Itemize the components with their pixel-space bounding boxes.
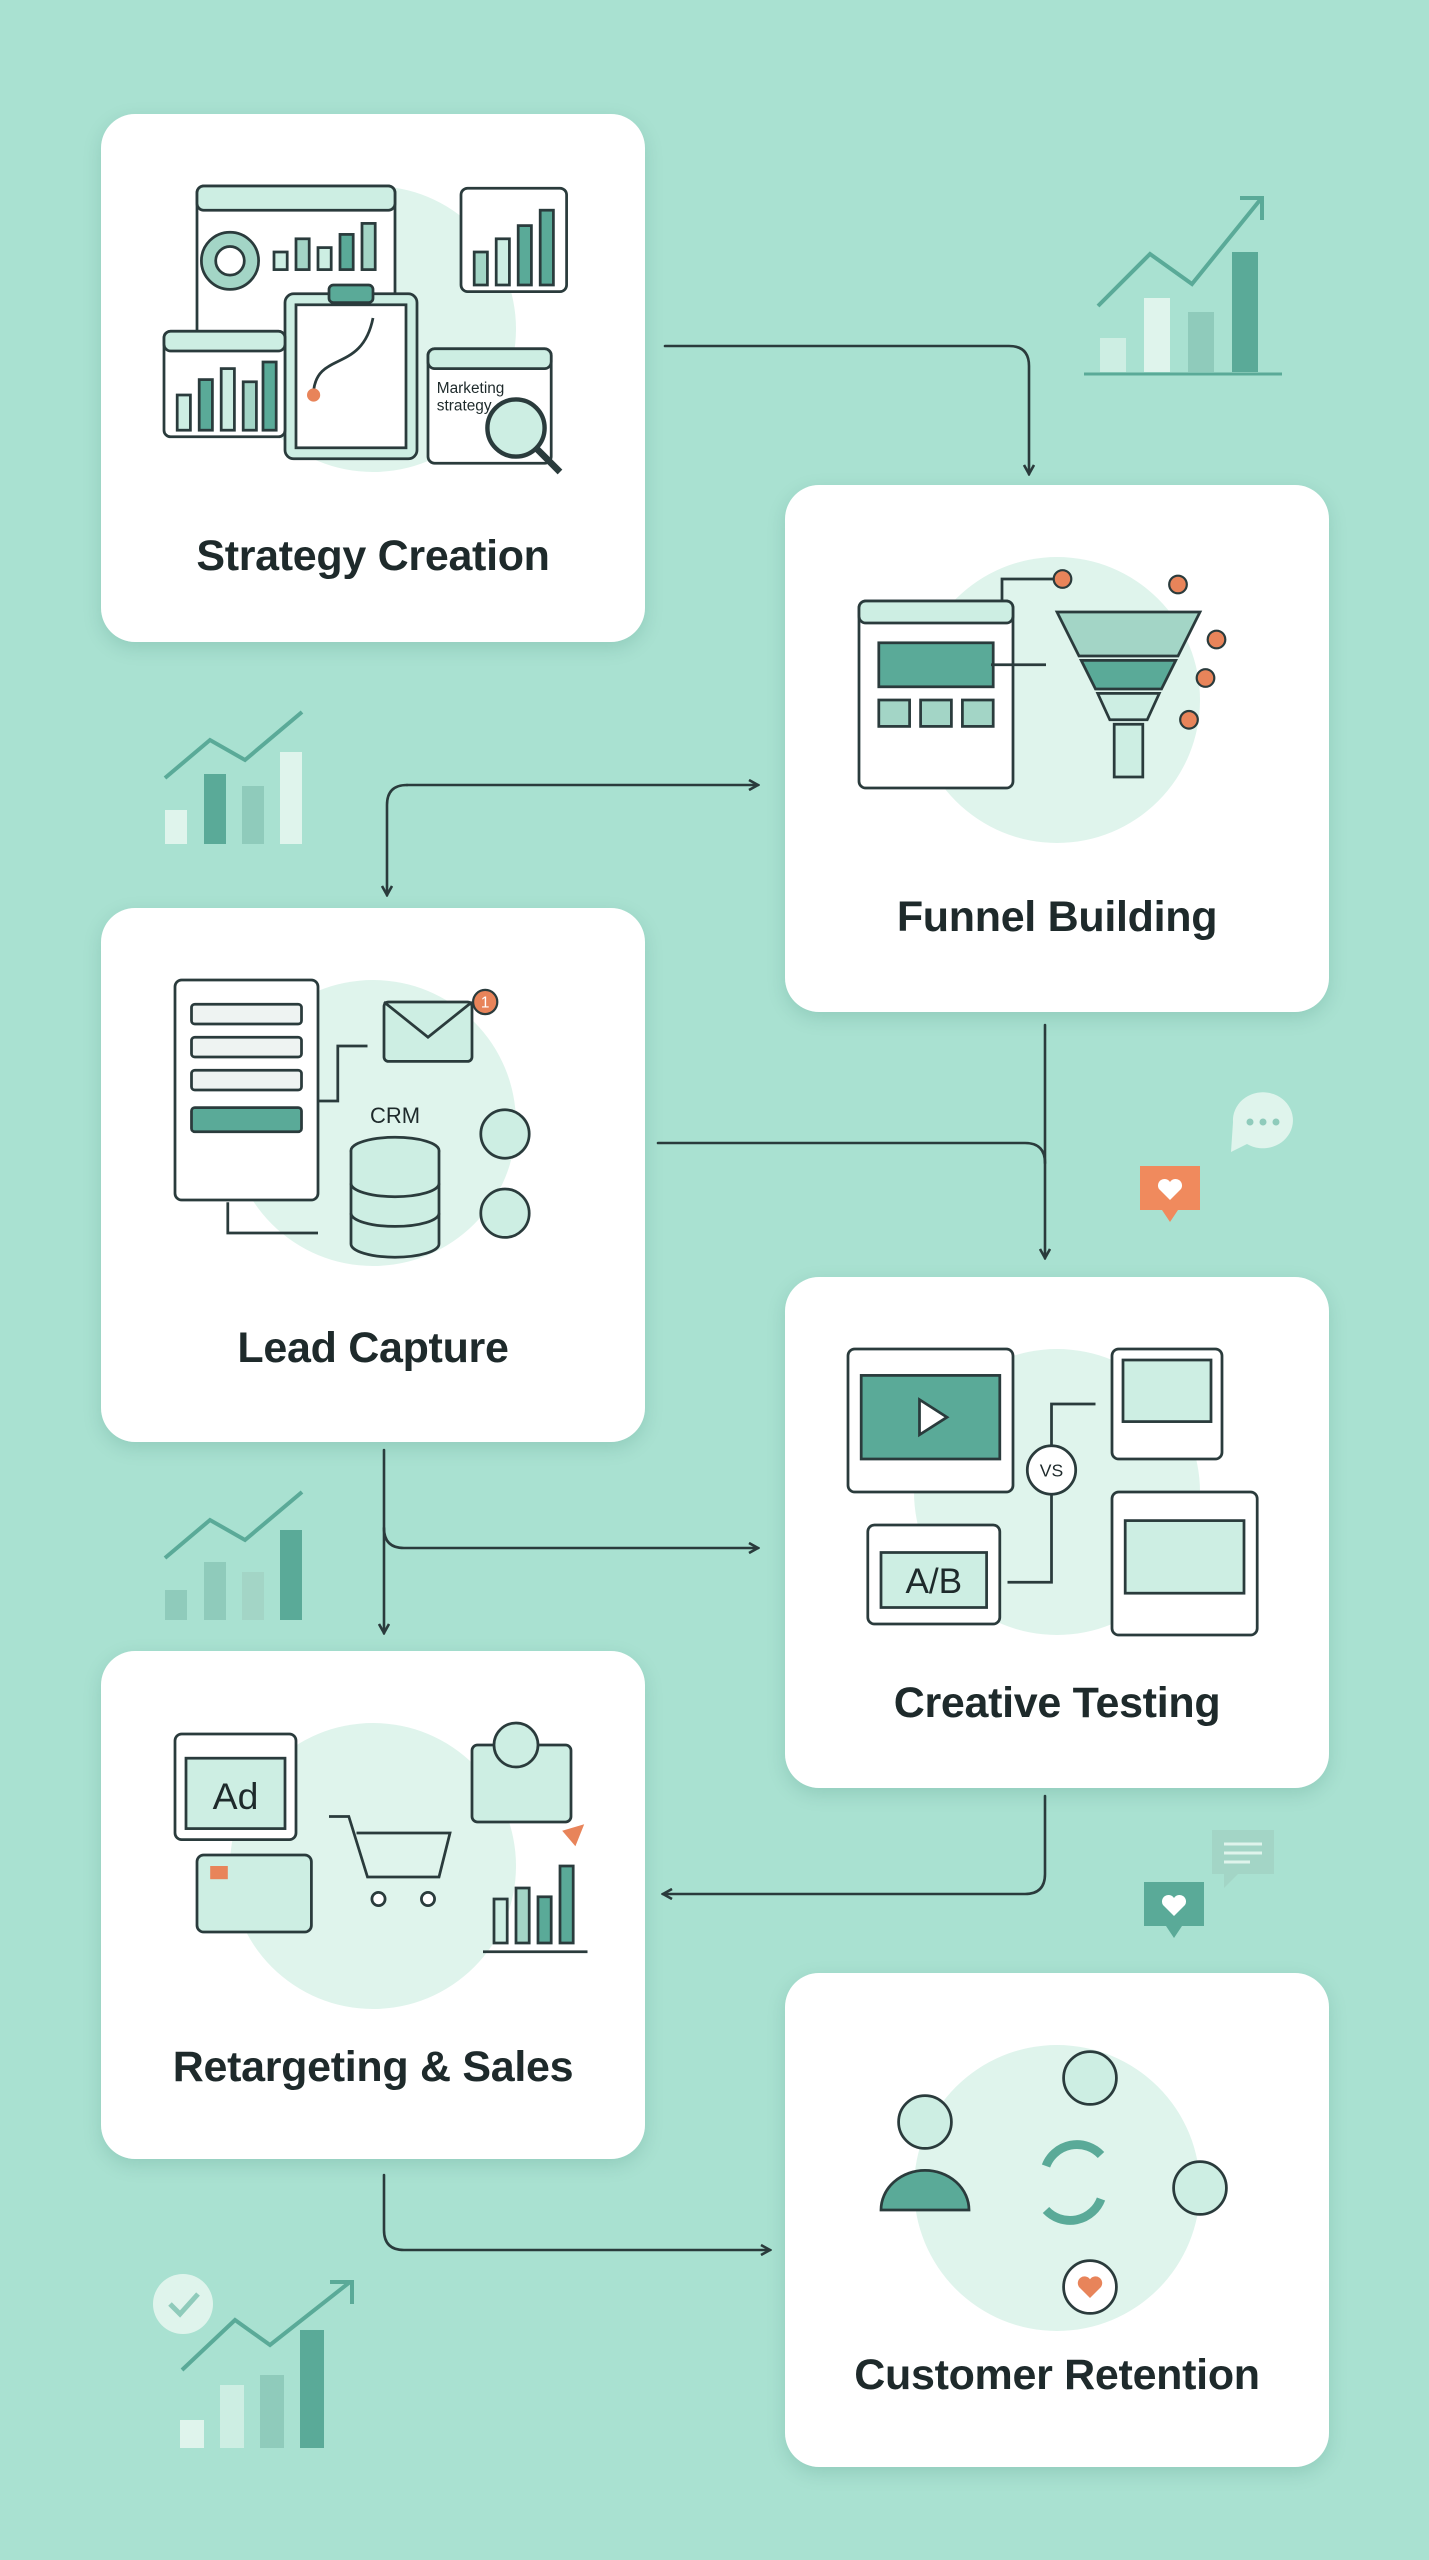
decorative-growth-chart-icon	[1084, 196, 1282, 376]
decorative-chat-bubble-icon	[1231, 1092, 1293, 1152]
step-card-lead-capture: 1 CRM Lead Capture	[101, 908, 645, 1442]
arrow-funnel-to-lead-down	[387, 783, 409, 895]
decorative-growth-chart-icon	[163, 710, 304, 844]
creative-testing-illustration: VS A/B	[846, 1347, 1259, 1637]
step-card-funnel-building: Funnel Building	[785, 485, 1329, 1012]
decorative-message-bubble-icon	[1212, 1830, 1274, 1888]
step-card-customer-retention: Customer Retention	[785, 1973, 1329, 2467]
step-title: Customer Retention	[854, 2351, 1260, 2399]
illustration-label-strategy: strategy	[437, 397, 492, 414]
step-card-creative-testing: VS A/B Creative Testing	[785, 1277, 1329, 1788]
ad-label: Ad	[213, 1775, 259, 1817]
illustration-label-marketing: Marketing	[437, 380, 505, 397]
strategy-dashboard-illustration: Marketing strategy	[162, 184, 568, 475]
step-card-retargeting-sales: Ad Retargeting & Sales	[101, 1651, 645, 2159]
customer-retention-illustration	[879, 2045, 1228, 2331]
arrow-lead-to-creative	[382, 1448, 758, 1548]
decorative-growth-chart-icon	[163, 1490, 304, 1620]
step-title: Strategy Creation	[196, 532, 550, 580]
funnel-illustration	[857, 557, 1227, 843]
decorative-check-circle-icon	[153, 2274, 213, 2334]
arrow-creative-to-retargeting	[663, 1794, 1047, 1894]
decorative-growth-chart-icon	[180, 2280, 354, 2448]
step-title: Funnel Building	[896, 893, 1218, 941]
crm-database-label: CRM	[370, 1103, 420, 1128]
notification-badge-count: 1	[481, 995, 490, 1012]
step-title: Creative Testing	[893, 1679, 1221, 1727]
step-title: Lead Capture	[237, 1324, 509, 1372]
arrow-strategy-to-funnel	[663, 344, 1029, 474]
step-card-strategy-creation: Marketing strategy Strategy Creation	[101, 114, 645, 642]
arrow-lead-branch	[656, 1141, 1047, 1165]
lead-capture-illustration: 1 CRM	[173, 978, 531, 1266]
decorative-heart-bubble-icon	[1144, 1882, 1204, 1938]
versus-label: VS	[1040, 1461, 1063, 1481]
decorative-heart-bubble-icon	[1140, 1166, 1200, 1222]
arrow-retargeting-to-retention	[382, 2173, 770, 2250]
step-title: Retargeting & Sales	[172, 2043, 574, 2091]
retargeting-illustration: Ad	[173, 1721, 588, 2009]
ab-test-label: A/B	[905, 1562, 962, 1601]
